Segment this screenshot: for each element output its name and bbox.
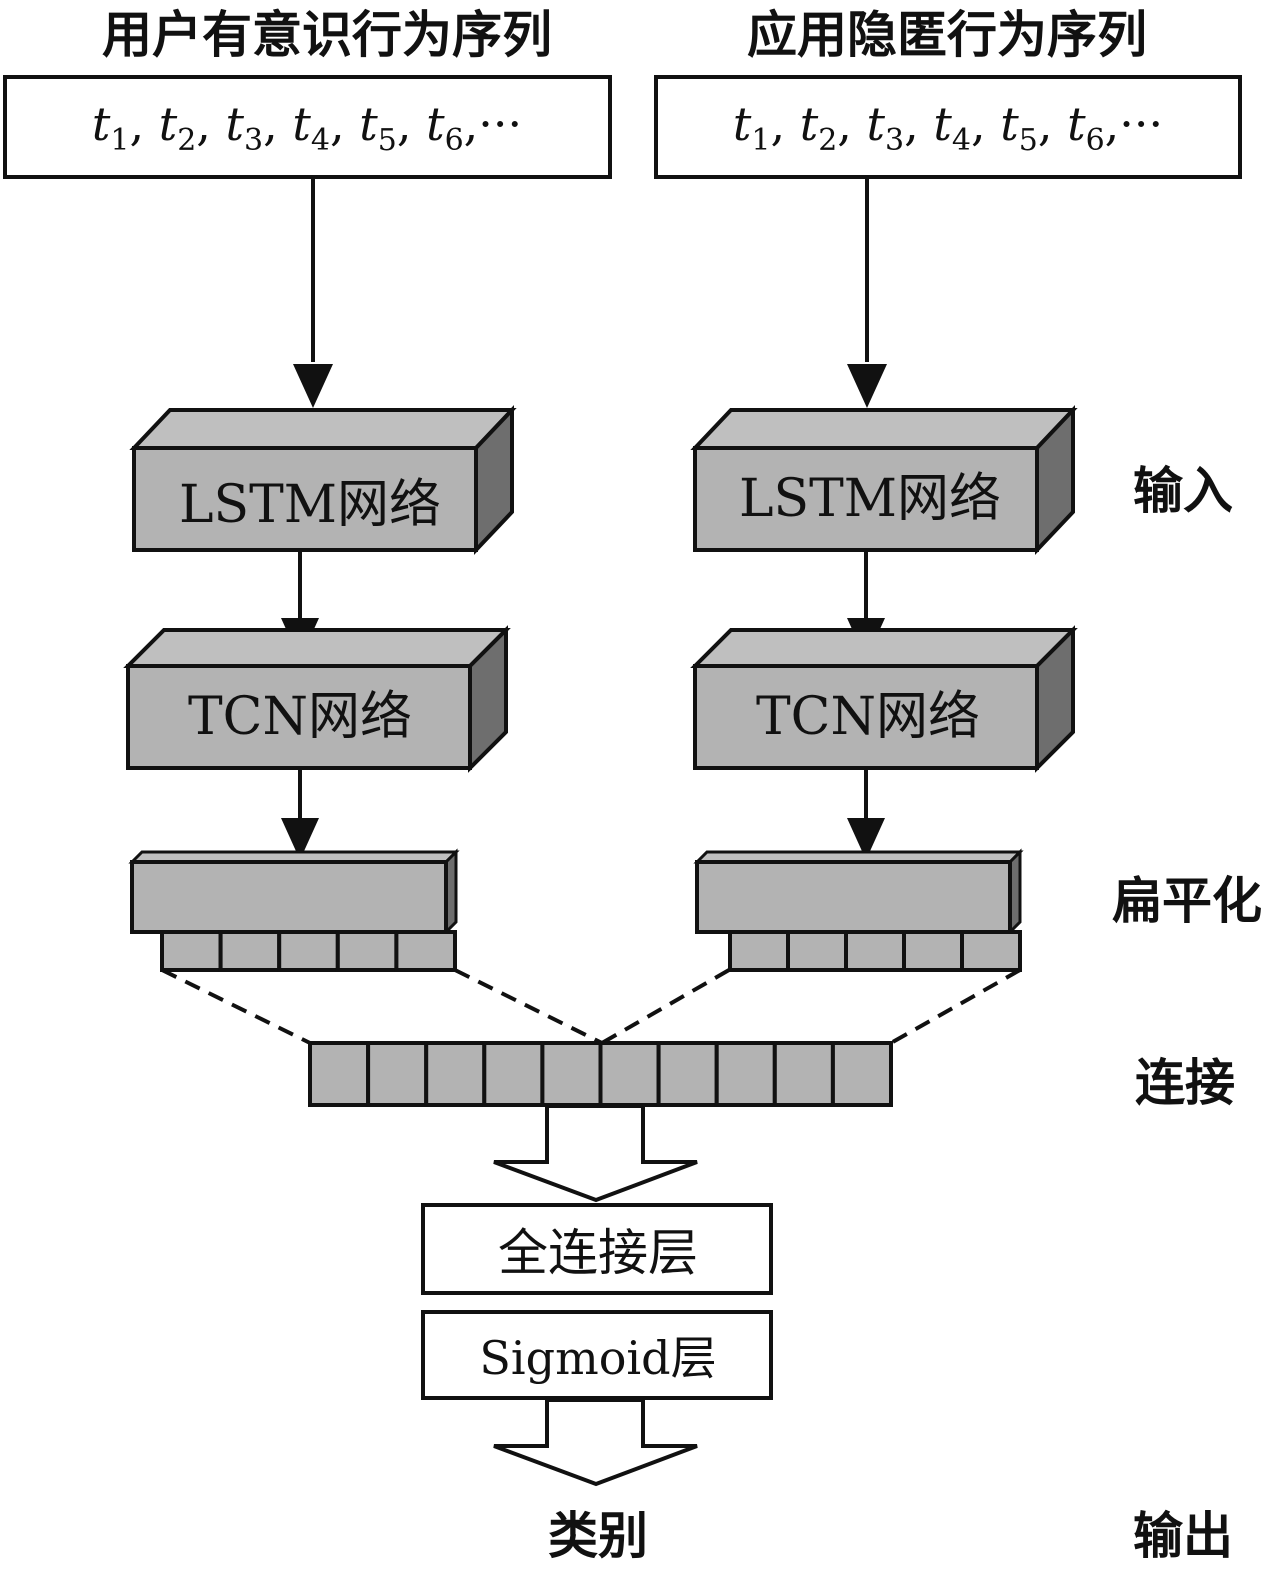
- right-flatten-vector: [728, 930, 1022, 972]
- concat-to-fc-block-arrow: [493, 1104, 698, 1203]
- sequence-term-variable: t: [359, 97, 378, 151]
- sequence-term-subscript: 6: [1086, 123, 1105, 158]
- right-lstm-label: LSTM网络: [739, 469, 1001, 529]
- sequence-term-variable: t: [292, 97, 311, 151]
- side-label-input: 输入: [1133, 462, 1233, 520]
- fully-connected-layer-box: [421, 1203, 773, 1295]
- sequence-term-subscript: 5: [1019, 123, 1038, 158]
- sequence-separator: ,: [904, 97, 933, 151]
- concat-cell: [482, 1041, 545, 1107]
- left-tcn-flatten-arrowhead: [281, 818, 319, 860]
- left-sequence-box: [3, 75, 612, 179]
- left-sequence-text: t1, t2, t3, t4, t5, t6,···: [92, 97, 522, 158]
- dashed-connector: [161, 968, 311, 1045]
- sequence-separator: ,: [770, 97, 799, 151]
- sequence-separator: ,: [1038, 97, 1067, 151]
- flatten-cell: [277, 930, 340, 972]
- sequence-term-subscript: 2: [177, 123, 196, 158]
- dashed-connector: [601, 968, 730, 1045]
- concat-cell: [598, 1041, 661, 1107]
- fully-connected-layer-label: 全连接层: [498, 1224, 698, 1282]
- sequence-term-subscript: 1: [110, 123, 129, 158]
- sequence-term-variable: t: [159, 97, 178, 151]
- right-tcn-flatten-arrowhead: [847, 818, 885, 860]
- sequence-term-variable: t: [733, 97, 752, 151]
- left-lstm-label: LSTM网络: [179, 475, 441, 535]
- sequence-term-subscript: 3: [244, 123, 263, 158]
- sequence-term-variable: t: [1000, 97, 1019, 151]
- sequence-separator: ,···: [1105, 97, 1164, 151]
- side-label-concat: 连接: [1135, 1054, 1235, 1112]
- sequence-term-subscript: 5: [378, 123, 397, 158]
- flatten-cell: [394, 930, 457, 972]
- concat-cell: [714, 1041, 777, 1107]
- right-lstm-block: LSTM网络: [690, 404, 1078, 556]
- sequence-term-subscript: 6: [445, 123, 464, 158]
- sequence-separator: ,···: [464, 97, 523, 151]
- sequence-term-variable: t: [933, 97, 952, 151]
- right-input-arrowhead: [847, 364, 887, 408]
- concat-cell: [772, 1041, 835, 1107]
- left-tcn-block: TCN网络: [123, 625, 511, 773]
- left-lstm-block: LSTM网络: [129, 404, 517, 556]
- sequence-term-variable: t: [800, 97, 819, 151]
- sequence-separator: ,: [263, 97, 292, 151]
- sequence-term-variable: t: [867, 97, 886, 151]
- sequence-term-subscript: 4: [952, 123, 971, 158]
- sequence-term-variable: t: [226, 97, 245, 151]
- flatten-cell: [160, 930, 223, 972]
- sequence-term-subscript: 3: [885, 123, 904, 158]
- left-flatten-block: [128, 848, 460, 936]
- flatten-cell: [902, 930, 964, 972]
- right-sequence-box: [654, 75, 1242, 179]
- concat-cell: [424, 1041, 487, 1107]
- right-flatten-block: [693, 848, 1024, 936]
- sequence-term-variable: t: [426, 97, 445, 151]
- side-label-output: 输出: [1133, 1507, 1233, 1565]
- sequence-separator: ,: [971, 97, 1000, 151]
- sequence-term-subscript: 4: [311, 123, 330, 158]
- sequence-term-variable: t: [92, 97, 111, 151]
- right-tcn-label: TCN网络: [756, 687, 980, 747]
- sequence-separator: ,: [196, 97, 225, 151]
- concat-cell: [656, 1041, 719, 1107]
- concat-cell: [308, 1041, 371, 1107]
- sequence-term-variable: t: [1067, 97, 1086, 151]
- flatten-cell: [844, 930, 906, 972]
- right-sequence-title: 应用隐匿行为序列: [747, 6, 1147, 64]
- flatten-cell: [960, 930, 1022, 972]
- left-tcn-label: TCN网络: [188, 687, 412, 747]
- sequence-separator: ,: [129, 97, 158, 151]
- concat-cell: [830, 1041, 894, 1107]
- concat-cell: [366, 1041, 429, 1107]
- dashed-connector: [454, 968, 603, 1045]
- side-label-flatten: 扁平化: [1112, 872, 1262, 930]
- sequence-separator: ,: [397, 97, 426, 151]
- flatten-cell: [728, 930, 790, 972]
- sigmoid-to-output-block-arrow: [493, 1398, 698, 1487]
- right-sequence-text: t1, t2, t3, t4, t5, t6,···: [733, 97, 1163, 158]
- left-flatten-vector: [160, 930, 457, 972]
- sequence-term-subscript: 2: [818, 123, 837, 158]
- sequence-separator: ,: [330, 97, 359, 151]
- concatenated-vector: [308, 1041, 894, 1107]
- sequence-separator: ,: [837, 97, 866, 151]
- flatten-cell: [786, 930, 848, 972]
- flatten-cell: [335, 930, 399, 972]
- right-tcn-block: TCN网络: [690, 625, 1078, 773]
- sigmoid-layer-label: Sigmoid层: [479, 1331, 716, 1385]
- left-sequence-title: 用户有意识行为序列: [102, 6, 552, 64]
- sequence-term-subscript: 1: [751, 123, 770, 158]
- result-class-label: 类别: [548, 1507, 648, 1565]
- left-input-arrowhead: [293, 364, 333, 408]
- dashed-connector: [890, 968, 1021, 1045]
- flatten-cell: [218, 930, 282, 972]
- concat-cell: [540, 1041, 603, 1107]
